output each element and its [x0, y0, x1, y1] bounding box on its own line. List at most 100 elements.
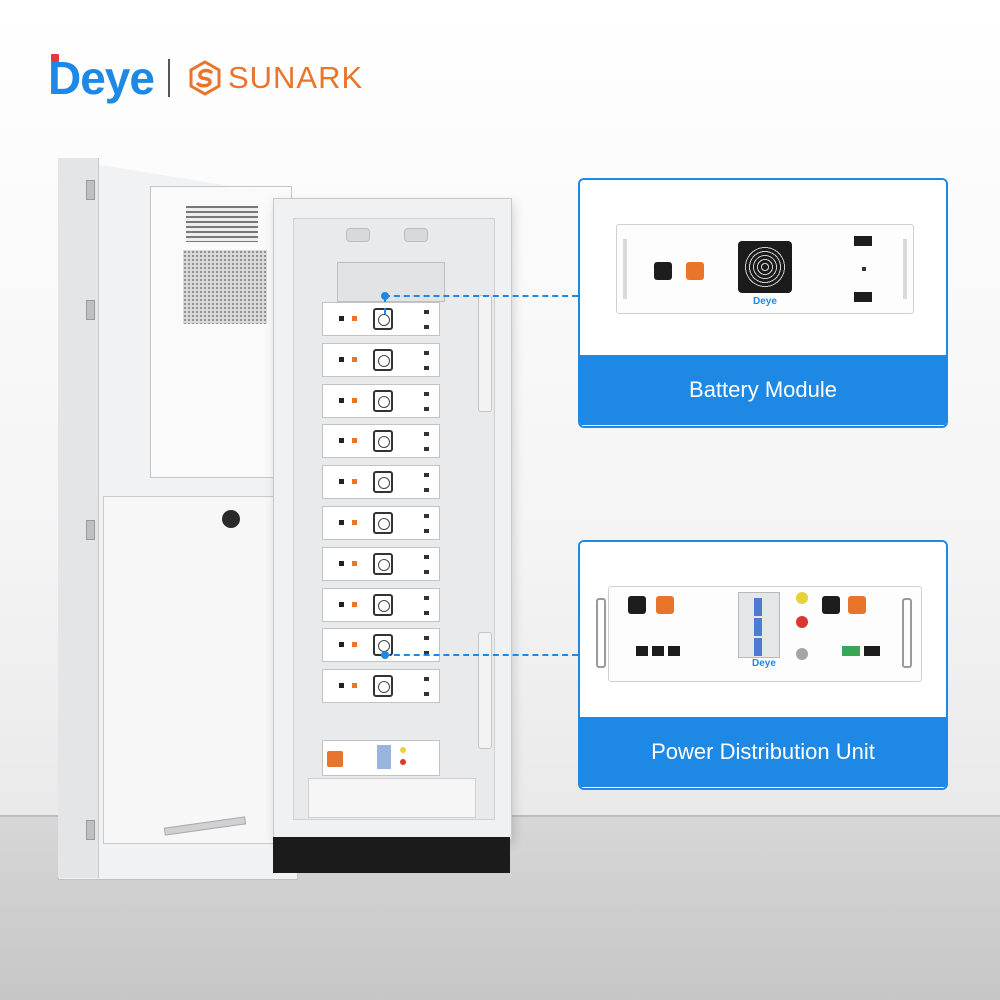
pdu-image: Deye: [580, 542, 946, 717]
door-hinge: [86, 180, 95, 200]
module-part: [339, 683, 344, 689]
pdu-negative-terminal-icon: [822, 596, 840, 614]
pdu-handle-left: [596, 598, 606, 668]
battery-module-label: Battery Module: [580, 355, 946, 425]
module-part: [424, 529, 429, 533]
cabinet-rail: [478, 295, 492, 412]
battery-module-unit: [322, 587, 440, 622]
cabinet-gland: [404, 228, 428, 242]
battery-module-unit: [322, 383, 440, 418]
comm-port-2: [854, 292, 872, 302]
door-hinge: [86, 300, 95, 320]
sunark-logo-text: SUNARK: [227, 60, 364, 95]
pdu-grey-button: [796, 648, 808, 660]
door-lower-panel: [103, 496, 291, 844]
module-part: [424, 447, 429, 452]
pdu-handle-right: [902, 598, 912, 668]
pdu-red-button: [796, 616, 808, 628]
connector-battery: [384, 295, 578, 297]
logo-bar: Deye SUNARK: [48, 48, 363, 108]
module-part: [424, 310, 429, 314]
module-part: [339, 356, 344, 362]
module-part: [352, 642, 357, 648]
pdu-yellow-button: [400, 747, 406, 753]
comm-port-1: [854, 236, 872, 246]
battery-module-unit: [322, 342, 440, 377]
module-part: [352, 479, 357, 485]
battery-module-card: Deye Battery Module: [578, 178, 948, 428]
module-part: [339, 438, 344, 444]
battery-module-unit: [322, 424, 440, 459]
pdu-negative-terminal-icon: [628, 596, 646, 614]
status-led: [862, 267, 866, 271]
pdu-orange-connector: [327, 751, 343, 767]
pdu-label: Power Distribution Unit: [580, 717, 946, 787]
module-fan-icon: [373, 552, 393, 575]
pdu-green-connector: [842, 646, 860, 656]
module-part: [424, 406, 429, 411]
pdu-black-connector: [864, 646, 880, 656]
deye-logo-text: Deye: [48, 52, 155, 104]
module-fan-icon: [373, 471, 393, 494]
module-part: [424, 554, 429, 559]
module-fan-icon: [373, 389, 393, 412]
breaker-pole: [754, 618, 762, 636]
breaker-pole: [754, 598, 762, 616]
connector-battery-vertical: [384, 296, 386, 314]
module-part: [424, 595, 429, 600]
module-fan-icon: [373, 430, 393, 453]
pdu-yellow-button: [796, 592, 808, 604]
positive-terminal-icon: [686, 262, 704, 280]
pdu-port: [636, 646, 648, 656]
battery-module-unit: [322, 506, 440, 540]
module-part: [352, 683, 357, 689]
module-fan-icon: [373, 675, 393, 698]
module-part: [352, 601, 357, 607]
module-part: [424, 391, 429, 396]
module-part: [424, 325, 429, 329]
module-part: [424, 651, 429, 656]
pdu-brand: Deye: [752, 658, 776, 669]
battery-module-unit: [322, 302, 440, 336]
module-part: [352, 520, 357, 525]
module-part: [424, 350, 429, 355]
module-part: [424, 432, 429, 437]
module-fan-icon: [373, 512, 393, 534]
pdu-positive-terminal-icon: [656, 596, 674, 614]
module-part: [352, 316, 357, 321]
module-part: [424, 473, 429, 478]
pdu-port: [652, 646, 664, 656]
cabinet-plinth: [273, 837, 510, 873]
module-part: [352, 560, 357, 566]
module-part: [424, 692, 429, 697]
module-part: [352, 438, 357, 444]
module-part: [339, 316, 344, 321]
module-fan-icon: [373, 308, 393, 330]
pdu-card: Deye Power Distribution Unit: [578, 540, 948, 790]
module-part: [339, 479, 344, 485]
pdu-positive-terminal-icon: [848, 596, 866, 614]
module-part: [424, 636, 429, 641]
deye-logo: Deye: [48, 51, 155, 105]
battery-module-unit: [322, 465, 440, 500]
fan-icon: [743, 245, 787, 289]
module-part: [352, 356, 357, 362]
pdu-port: [668, 646, 680, 656]
negative-terminal-icon: [654, 262, 672, 280]
module-fan-icon: [373, 348, 393, 371]
cabinet-door-edge: [58, 158, 99, 878]
door-lock-icon: [222, 510, 240, 528]
module-part: [339, 520, 344, 525]
connector-pdu: [384, 654, 578, 656]
battery-module-unit: [322, 546, 440, 581]
module-part: [424, 514, 429, 518]
cabinet-base-box: [308, 778, 476, 818]
sunark-mark-icon: [189, 60, 221, 96]
module-fan-icon: [373, 593, 393, 616]
panel-ear: [903, 239, 907, 299]
module-part: [339, 601, 344, 607]
module-part: [339, 642, 344, 648]
ac-mesh-grille: [183, 250, 267, 324]
door-hinge: [86, 520, 95, 540]
cabinet-rail: [478, 632, 492, 749]
